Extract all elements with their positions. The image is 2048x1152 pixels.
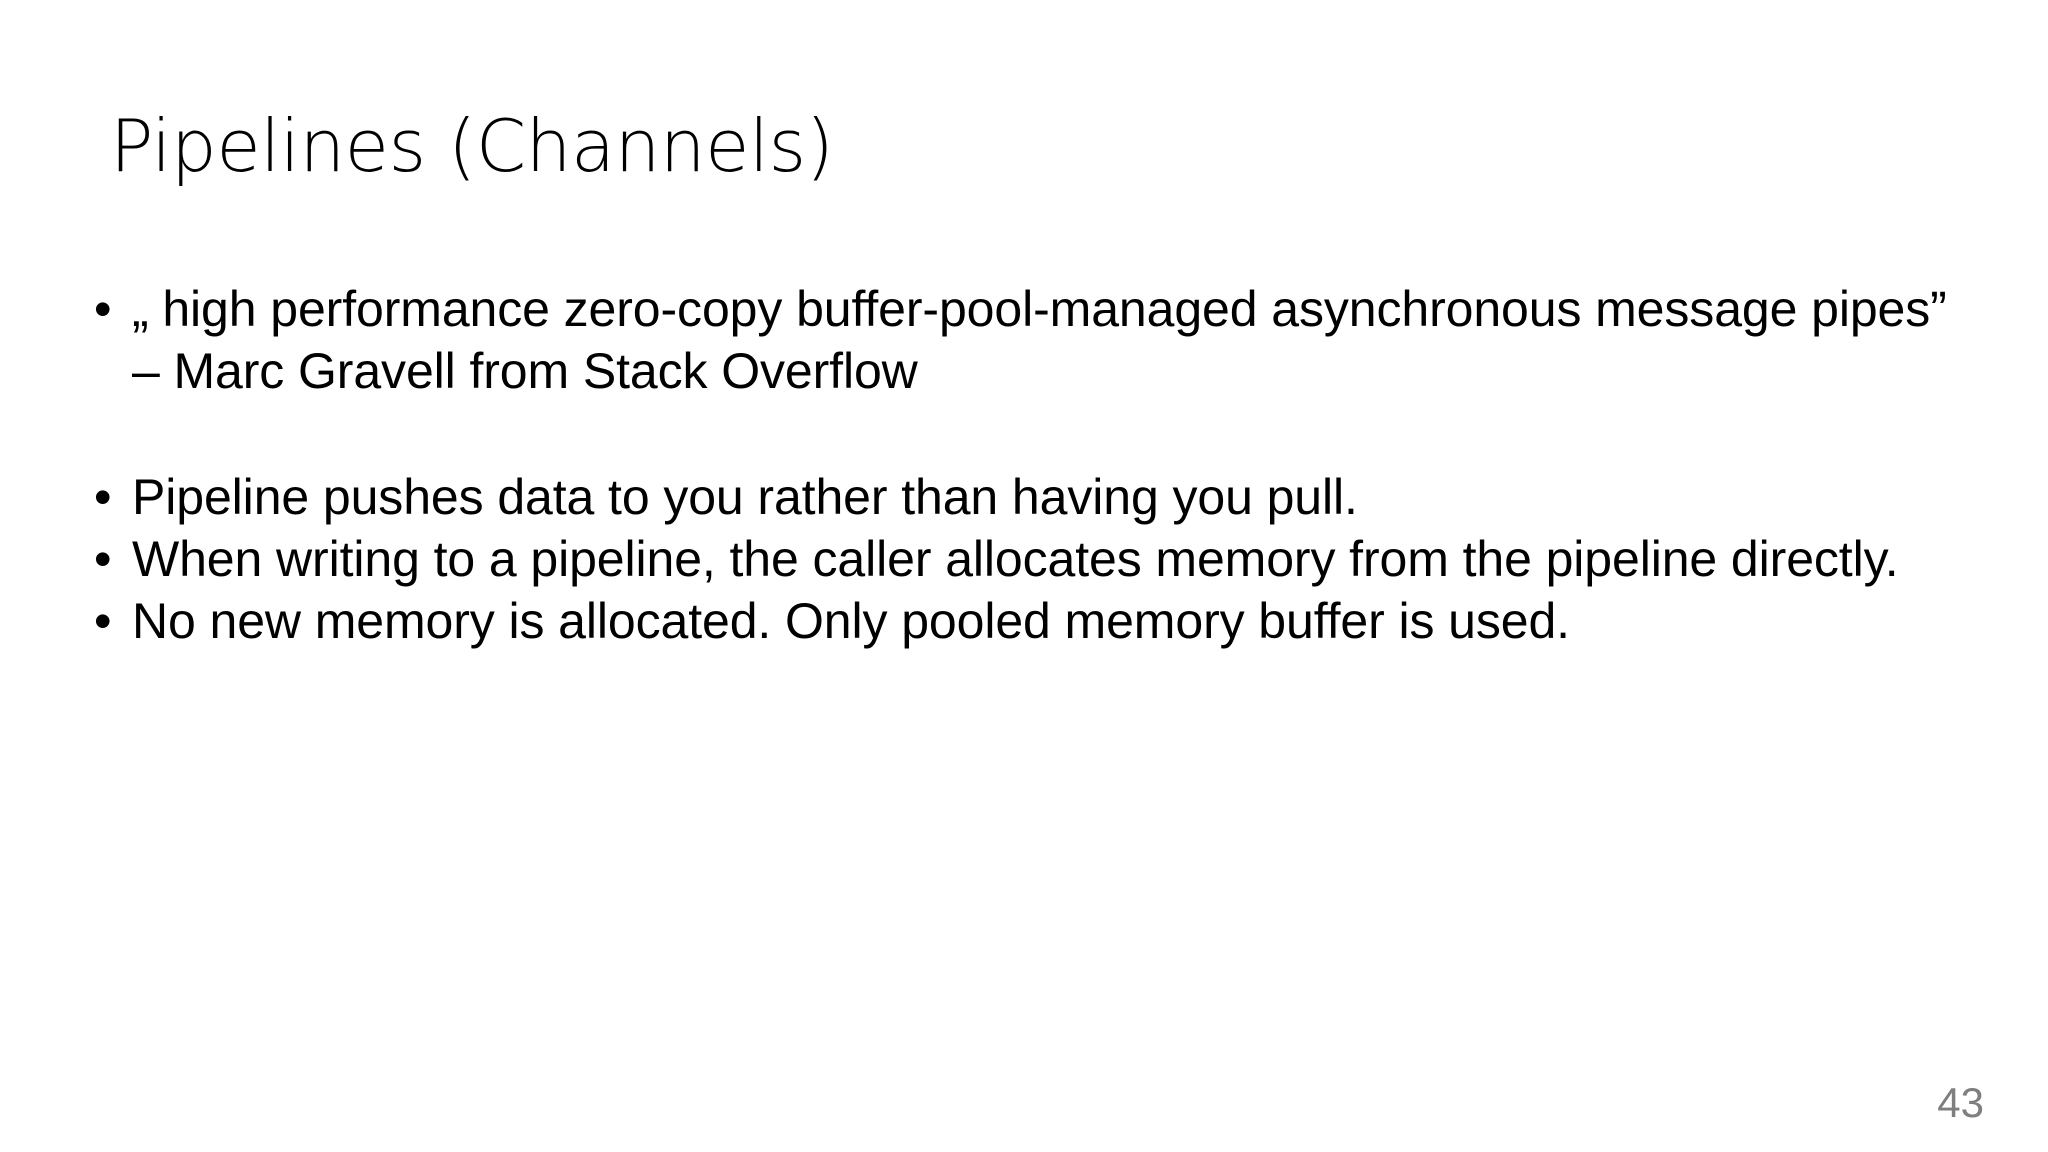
- bullet-point-icon: •: [94, 531, 112, 587]
- bullet-group-facts: • Pipeline pushes data to you rather tha…: [84, 466, 1984, 652]
- list-item: • When writing to a pipeline, the caller…: [84, 528, 1984, 590]
- bullet-point-icon: •: [94, 593, 112, 649]
- slide-number: 43: [1937, 1079, 1984, 1126]
- paragraph-spacer: [84, 402, 1984, 466]
- bullet-point-icon: •: [94, 281, 112, 337]
- list-item-text: Pipeline pushes data to you rather than …: [132, 469, 1358, 525]
- list-item-text: When writing to a pipeline, the caller a…: [132, 531, 1899, 587]
- list-item-text: „ high performance zero-copy buffer-pool…: [132, 281, 1947, 399]
- list-item: • No new memory is allocated. Only poole…: [84, 590, 1984, 652]
- title-placeholder: Pipelines (Channels): [110, 104, 1910, 218]
- body-placeholder: • „ high performance zero-copy buffer-po…: [84, 278, 1984, 652]
- list-item: • „ high performance zero-copy buffer-po…: [84, 278, 1984, 402]
- list-item: • Pipeline pushes data to you rather tha…: [84, 466, 1984, 528]
- bullet-group-quote: • „ high performance zero-copy buffer-po…: [84, 278, 1984, 402]
- page-title: Pipelines (Channels): [110, 104, 834, 188]
- bullet-point-icon: •: [94, 469, 112, 525]
- list-item-text: No new memory is allocated. Only pooled …: [132, 593, 1570, 649]
